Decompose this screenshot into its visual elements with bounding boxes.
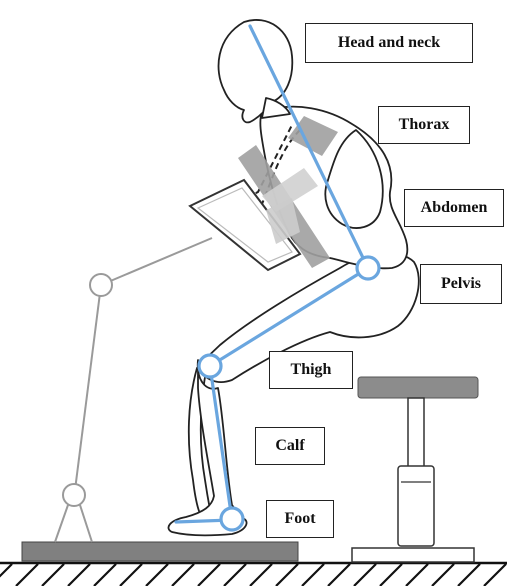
label-calf: Calf (255, 427, 325, 465)
ground-hatch-line (16, 564, 38, 586)
rig-joint-lower (63, 484, 85, 506)
ground-hatch-line (42, 564, 64, 586)
rig-joint-upper (90, 274, 112, 296)
label-thorax: Thorax (378, 106, 470, 144)
ankle-joint (221, 508, 243, 530)
ground-hatch-line (250, 564, 272, 586)
ground-hatch-line (224, 564, 246, 586)
label-abdomen: Abdomen (404, 189, 504, 227)
pelvis-joint (357, 257, 379, 279)
knee-joint (199, 355, 221, 377)
ground-hatch-line (406, 564, 428, 586)
ground-hatch-line (484, 564, 506, 586)
ground-hatch-line (328, 564, 350, 586)
ground-hatch-line (0, 564, 12, 586)
ground-hatch-line (146, 564, 168, 586)
stool-seat (358, 377, 478, 398)
label-foot: Foot (266, 500, 334, 538)
stool-column (408, 398, 424, 468)
ground-hatch-line (432, 564, 454, 586)
stool-base-post (398, 466, 434, 546)
stool (352, 377, 478, 562)
foot-platform (22, 542, 298, 561)
ground-hatch-line (172, 564, 194, 586)
ground-hatch-line (276, 564, 298, 586)
ground (0, 563, 507, 586)
label-thigh: Thigh (269, 351, 353, 389)
ground-hatch-line (458, 564, 480, 586)
stool-foot-plate (352, 548, 474, 562)
label-head-and-neck: Head and neck (305, 23, 473, 63)
ground-hatch-line (94, 564, 116, 586)
ground-hatch-line (380, 564, 402, 586)
ground-hatch-line (354, 564, 376, 586)
ground-hatch-line (68, 564, 90, 586)
ground-hatch-line (302, 564, 324, 586)
ground-hatch-line (198, 564, 220, 586)
support-rig (55, 238, 212, 542)
ground-hatch-line (120, 564, 142, 586)
label-pelvis: Pelvis (420, 264, 502, 304)
